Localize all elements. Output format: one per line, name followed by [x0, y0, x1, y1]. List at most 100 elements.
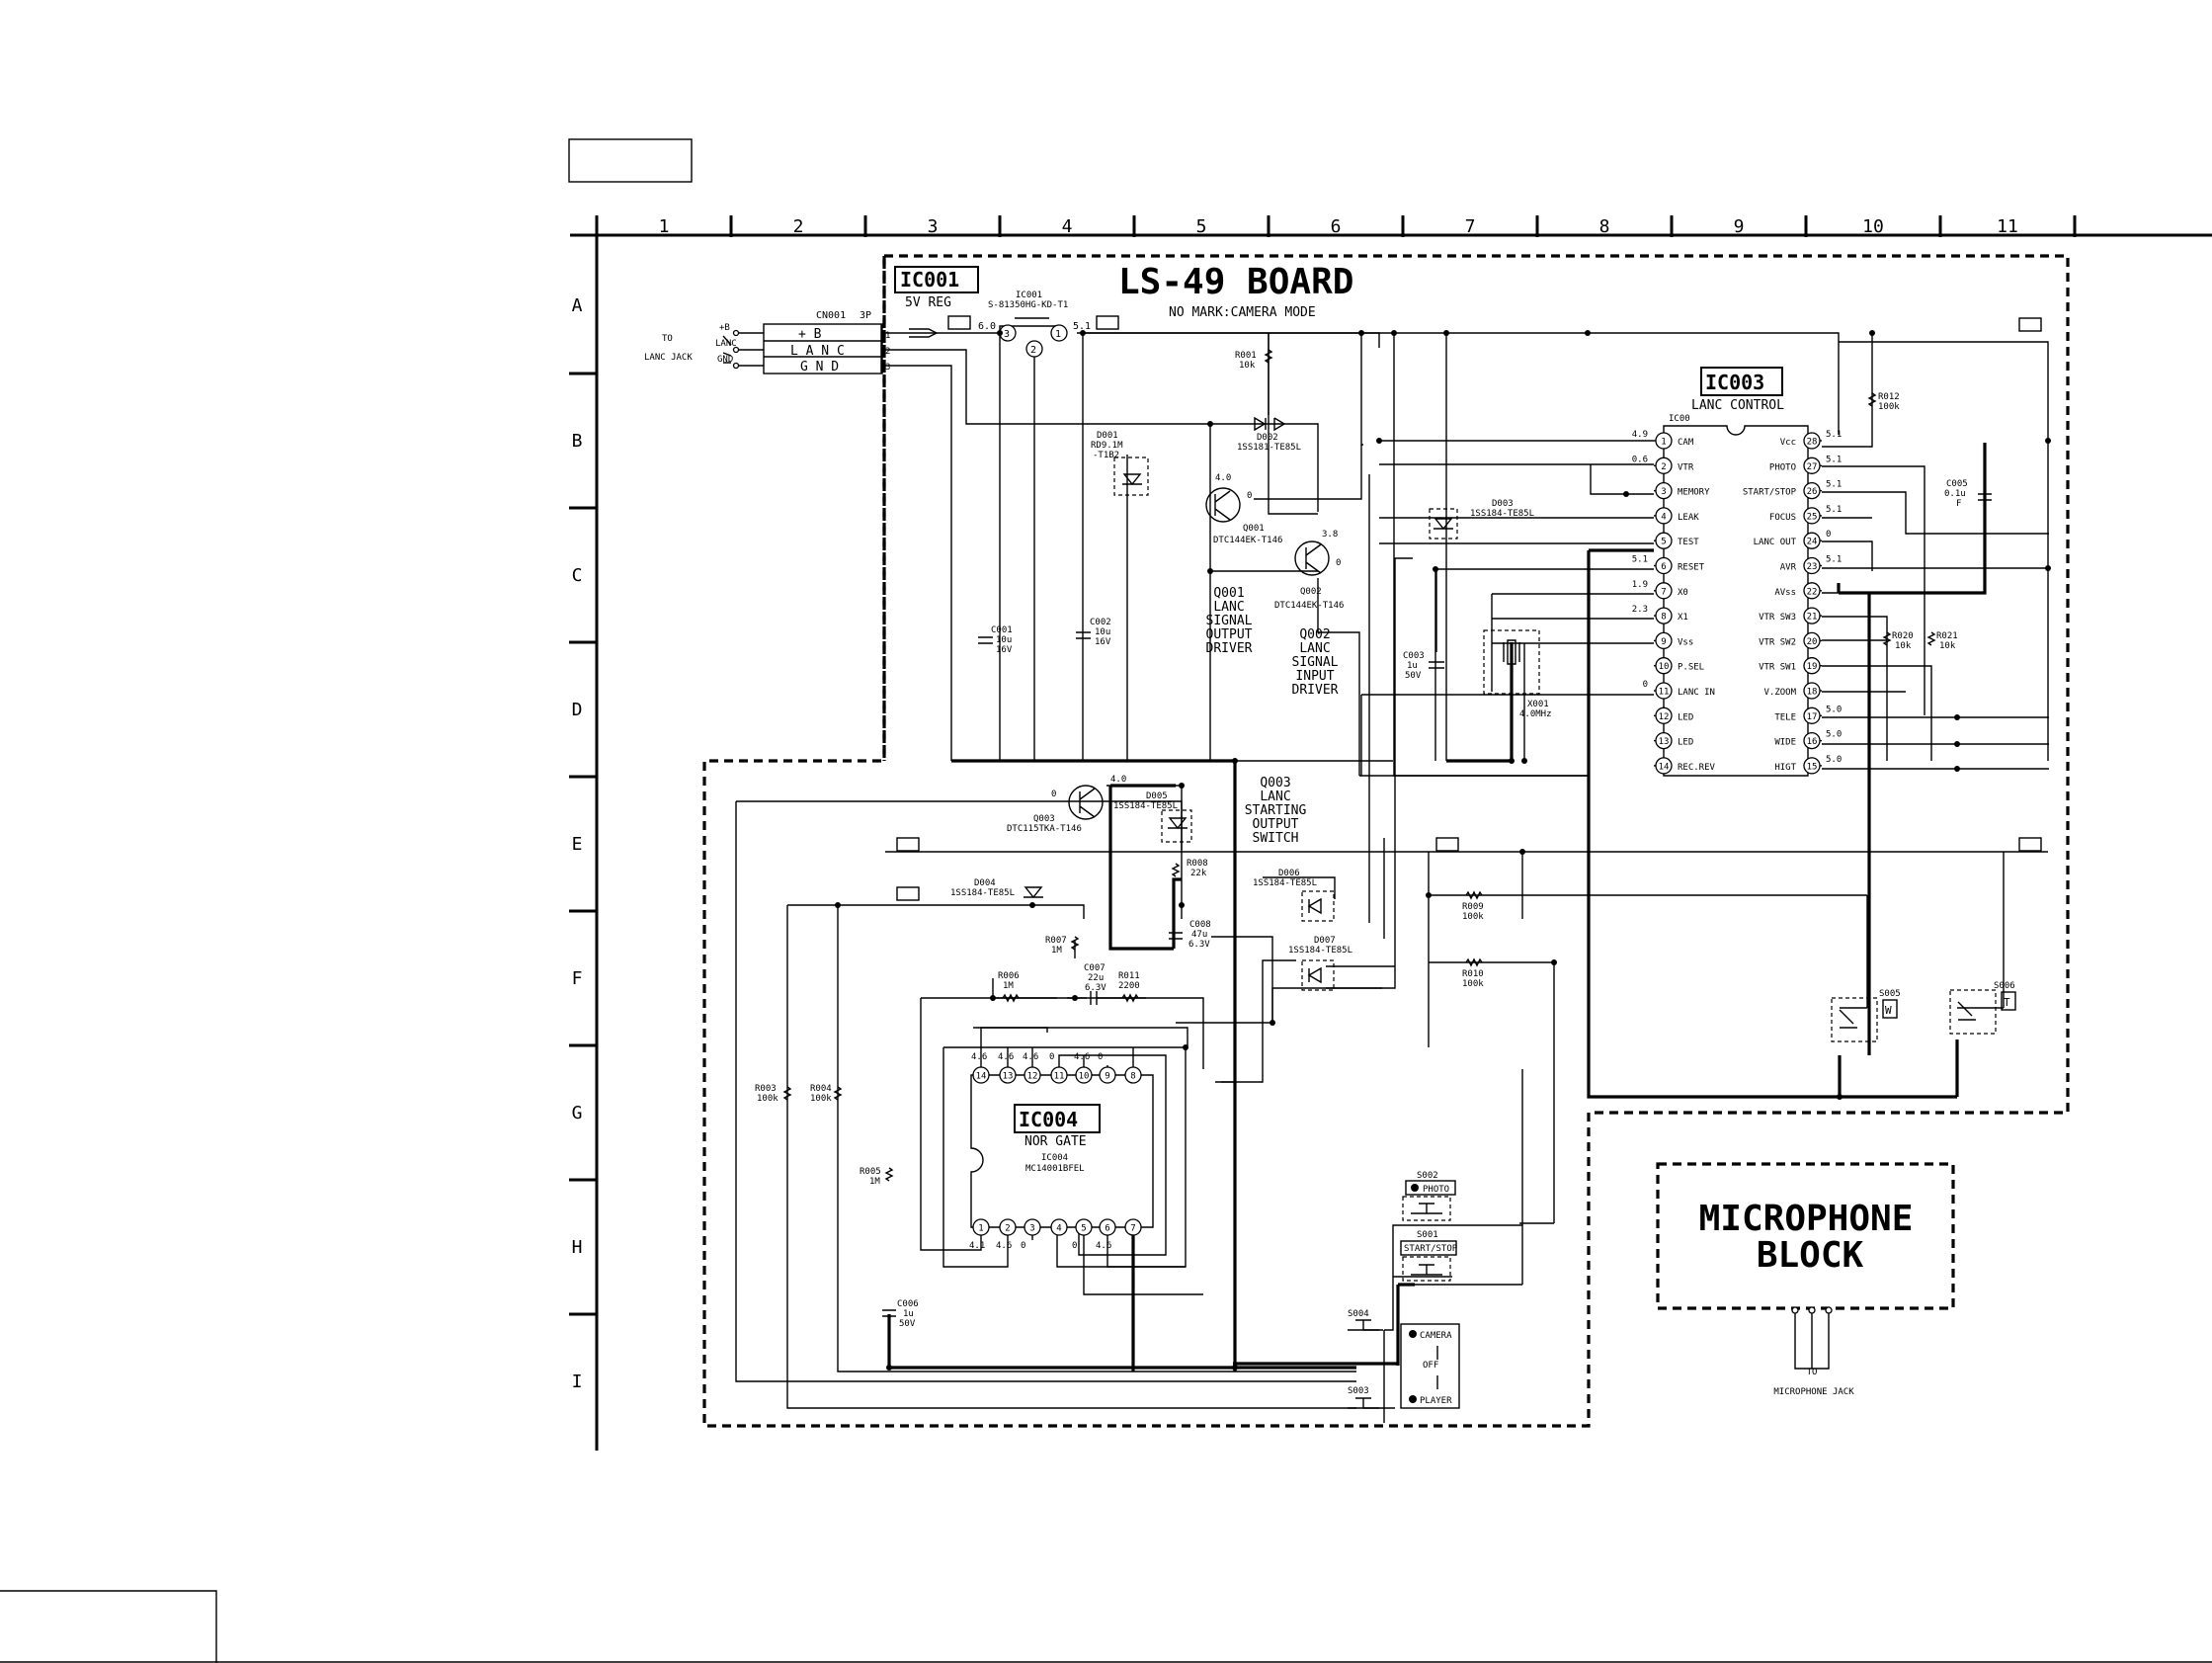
ic003-pin-num: 10	[1659, 662, 1670, 672]
ic004-pin-volt: 4.6	[1074, 1052, 1090, 1062]
cn001-dest-2: LANC JACK	[644, 353, 693, 363]
ic003-pin-volt: 5.0	[1826, 730, 1842, 740]
ic004-pin-volt: 4.6	[1096, 1241, 1111, 1251]
resistor-r006: R006 1M	[998, 971, 1020, 1003]
ic003-pin-num: 1	[1661, 438, 1666, 448]
mic-title-2: BLOCK	[1757, 1235, 1864, 1276]
svg-text:LANC: LANC	[1213, 600, 1244, 615]
grid-row-label: F	[572, 968, 583, 989]
svg-text:100k: 100k	[1462, 979, 1484, 989]
svg-text:1u: 1u	[903, 1309, 914, 1319]
ic003-ref: IC00	[1669, 414, 1690, 424]
ic003-pin-name: HIGT	[1774, 763, 1796, 773]
grid-row-label: C	[572, 565, 583, 586]
ic001-pin2: 2	[1030, 345, 1036, 356]
capacitor-c003: C003 1u 50V	[1403, 651, 1444, 681]
switch-s006-tele: S006 T	[1949, 981, 2016, 1035]
svg-text:10k: 10k	[1939, 641, 1956, 651]
svg-text:1SS184-TE85L: 1SS184-TE85L	[1253, 878, 1317, 888]
svg-text:R004: R004	[810, 1084, 832, 1094]
ic003-pin	[1803, 507, 1821, 525]
ic003-pin	[1803, 582, 1821, 600]
ic003-pin-volt: 2.3	[1632, 605, 1648, 615]
ic003-pin-num: 19	[1807, 662, 1818, 672]
svg-text:DTC144EK-T146: DTC144EK-T146	[1274, 601, 1344, 611]
ic003-pin-name: MEMORY	[1678, 488, 1710, 498]
ic004-ref: IC004	[1041, 1153, 1068, 1163]
ic003-pin-volt: 5.1	[1826, 555, 1842, 565]
ic003-pin-volt: 5.1	[1826, 430, 1842, 440]
resistor-r001: R001 10k	[1235, 349, 1273, 371]
ic003-pin-name: TEST	[1678, 538, 1699, 547]
svg-text:START/STOP: START/STOP	[1404, 1244, 1458, 1254]
diode-d005: D005 1SS184-TE85L	[1113, 791, 1192, 843]
ic003-pin-num: 7	[1661, 587, 1666, 597]
cn001-pin3-name: G N D	[800, 360, 839, 374]
ic003-pin-name: LED	[1678, 738, 1693, 748]
ic004-pin	[1124, 1218, 1142, 1236]
svg-text:10k: 10k	[1239, 361, 1256, 371]
ic003-pin-name: VTR	[1678, 462, 1694, 472]
grid-col-label: 2	[793, 216, 804, 237]
ls49-board-outline	[702, 254, 2070, 1428]
cn001-pin2-name: L A N C	[790, 344, 845, 359]
connector-cn001: CN001 3P + B L A N C G N D 1 2 3 +B LANC…	[644, 310, 939, 374]
ic004-pin-num: 5	[1081, 1224, 1086, 1234]
switch-s002-photo: PHOTO S002	[1402, 1171, 1456, 1221]
svg-text:SWITCH: SWITCH	[1253, 831, 1299, 846]
svg-text:C006: C006	[897, 1299, 919, 1309]
ic003-pin-volt: 4.9	[1632, 430, 1648, 440]
ic004-pin-num: 7	[1130, 1224, 1135, 1234]
ic004-pin	[1099, 1218, 1116, 1236]
grid-col-label: 6	[1331, 216, 1342, 237]
ic003-pin-name: AVss	[1774, 588, 1796, 598]
ic003-pin-num: 26	[1807, 487, 1818, 497]
svg-text:0: 0	[1247, 491, 1252, 501]
ic003-pin	[1655, 657, 1673, 675]
page-tag-box	[568, 138, 693, 183]
svg-text:R003: R003	[755, 1084, 777, 1094]
ic004-pin-volt: 0	[1072, 1241, 1077, 1251]
grid-col-label: 8	[1599, 216, 1610, 237]
ic004-part: MC14001BFEL	[1025, 1164, 1085, 1174]
ic003-pin-volt: 5.1	[1632, 555, 1648, 565]
svg-text:C007: C007	[1084, 963, 1106, 973]
svg-text:R020: R020	[1892, 631, 1914, 641]
ic003-pin-name: REC.REV	[1678, 763, 1716, 773]
ic003-pin-volt: 5.1	[1826, 455, 1842, 464]
transistor-q002: 3.8 0 Q002 DTC144EK-T146	[1274, 530, 1344, 611]
svg-text:SIGNAL: SIGNAL	[1292, 655, 1339, 670]
svg-text:22u: 22u	[1088, 973, 1104, 983]
svg-text:Q001: Q001	[1243, 524, 1265, 534]
board-subtitle: NO MARK:CAMERA MODE	[1169, 305, 1316, 320]
svg-text:T: T	[2004, 996, 2010, 1009]
resistor-r021: R021 10k	[1926, 631, 1958, 651]
svg-text:10k: 10k	[1895, 641, 1912, 651]
svg-text:2200: 2200	[1118, 981, 1140, 991]
ic003-pin-name: VTR SW2	[1759, 637, 1796, 647]
svg-text:0: 0	[1051, 790, 1056, 799]
svg-text:1SS184-TE85L: 1SS184-TE85L	[950, 888, 1015, 898]
grid-row-label: H	[572, 1237, 583, 1258]
ic003-pin-num: 9	[1661, 637, 1666, 647]
mic-dest-1: TO	[1807, 1368, 1818, 1377]
capacitor-c007: C007 22u 6.3V	[1084, 963, 1106, 1005]
svg-text:16V: 16V	[996, 645, 1013, 655]
ic004-pin-volt: 4.1	[969, 1241, 985, 1251]
svg-text:100k: 100k	[757, 1094, 778, 1104]
ic004-pin-num: 8	[1130, 1072, 1135, 1082]
ic003-pin-num: 20	[1807, 637, 1818, 647]
ic004-pin-num: 3	[1029, 1224, 1034, 1234]
svg-text:1M: 1M	[1051, 946, 1062, 956]
cn001-pin1-name: + B	[798, 327, 822, 342]
ic003-pin	[1655, 707, 1673, 724]
microphone-block: MICROPHONE BLOCK TO MICROPHONE JACK	[1656, 1162, 1955, 1397]
ic003-pin	[1803, 731, 1821, 750]
grid-col-label: 4	[1062, 216, 1073, 237]
ic003-pin	[1803, 532, 1821, 549]
svg-text:SIGNAL: SIGNAL	[1206, 614, 1253, 628]
ic003-tag: IC003	[1705, 371, 1764, 394]
ic004-pin	[1099, 1066, 1116, 1084]
ic004-tag: IC004	[1019, 1108, 1078, 1131]
